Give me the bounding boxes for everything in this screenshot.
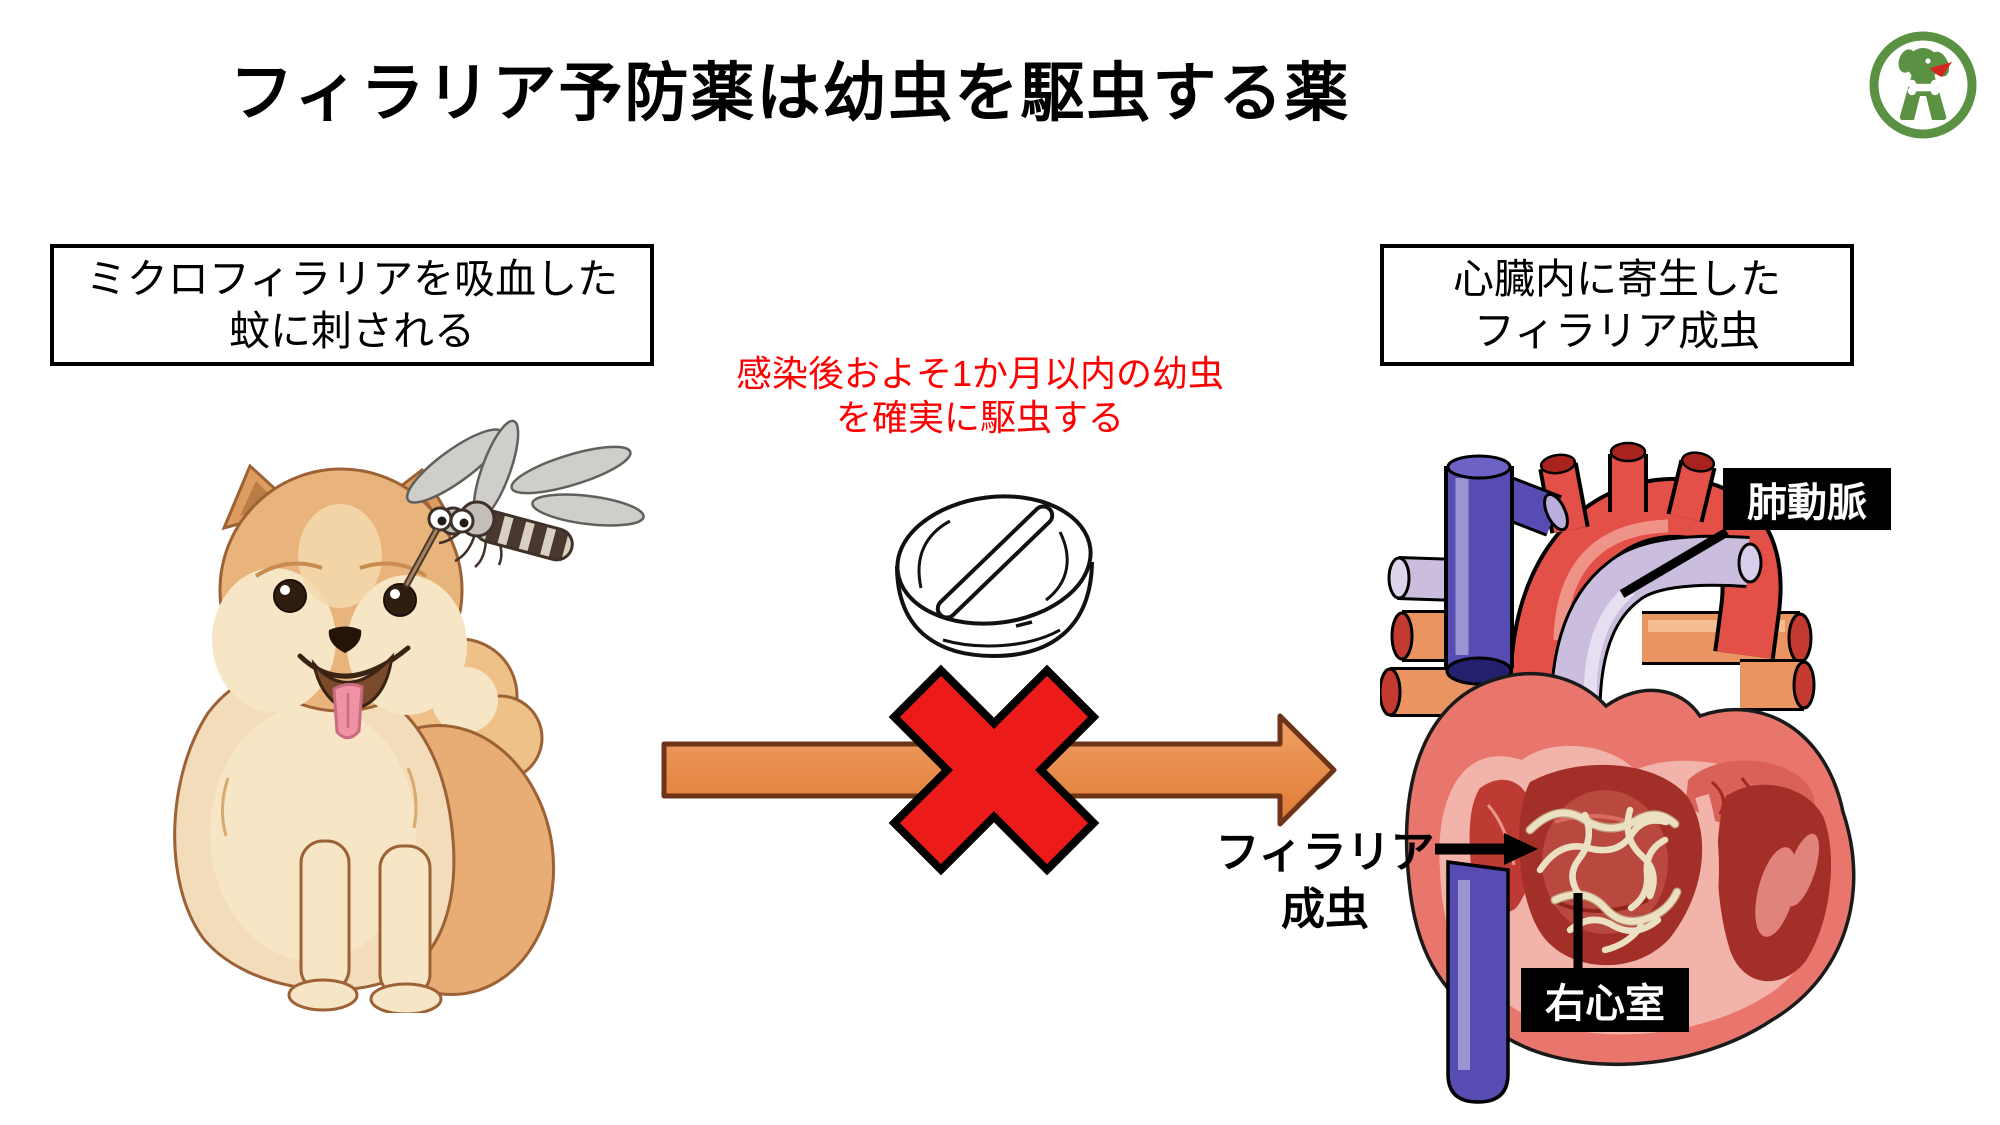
pomeranian-dog-illustration — [173, 463, 556, 1013]
right-caption-line2: フィラリア成虫 — [1473, 308, 1761, 354]
filaria-adult-label-line2: 成虫 — [1281, 885, 1369, 934]
filaria-adult-label: フィラリア 成虫 — [1200, 824, 1450, 938]
right-caption-line1: 心臓内に寄生した — [1453, 256, 1781, 302]
filaria-adult-label-line1: フィラリア — [1215, 828, 1435, 877]
right-caption-box: 心臓内に寄生した フィラリア成虫 — [1380, 244, 1854, 366]
page-title: フィラリア予防薬は幼虫を駆虫する薬 — [229, 57, 1351, 129]
right-ventricle-label-text: 右心室 — [1545, 982, 1665, 1026]
filaria-pointer-arrow — [1435, 833, 1538, 865]
right-ventricle-label: 右心室 — [1521, 968, 1689, 1032]
left-caption-line1: ミクロフィラリアを吸血した — [85, 256, 619, 302]
pulmonary-artery-label: 肺動脈 — [1723, 468, 1891, 530]
red-note-line2: を確実に駆虫する — [835, 397, 1124, 438]
red-note-line1: 感染後およそ1か月以内の幼虫 — [735, 353, 1225, 394]
pulmonary-artery-leader-line — [1619, 528, 1730, 598]
center-red-note: 感染後およそ1か月以内の幼虫 を確実に駆虫する — [690, 352, 1270, 440]
red-cross-icon — [888, 664, 1100, 876]
heart-cross-section-illustration — [1380, 441, 1856, 1104]
dog-circle-logo-icon — [1869, 31, 1977, 139]
left-caption-line2: 蚊に刺される — [229, 308, 475, 354]
pulmonary-artery-label-text: 肺動脈 — [1747, 481, 1867, 525]
tablet-pill-illustration — [895, 494, 1094, 659]
left-caption-box: ミクロフィラリアを吸血した 蚊に刺される — [50, 244, 654, 366]
mosquito-illustration — [403, 419, 645, 588]
